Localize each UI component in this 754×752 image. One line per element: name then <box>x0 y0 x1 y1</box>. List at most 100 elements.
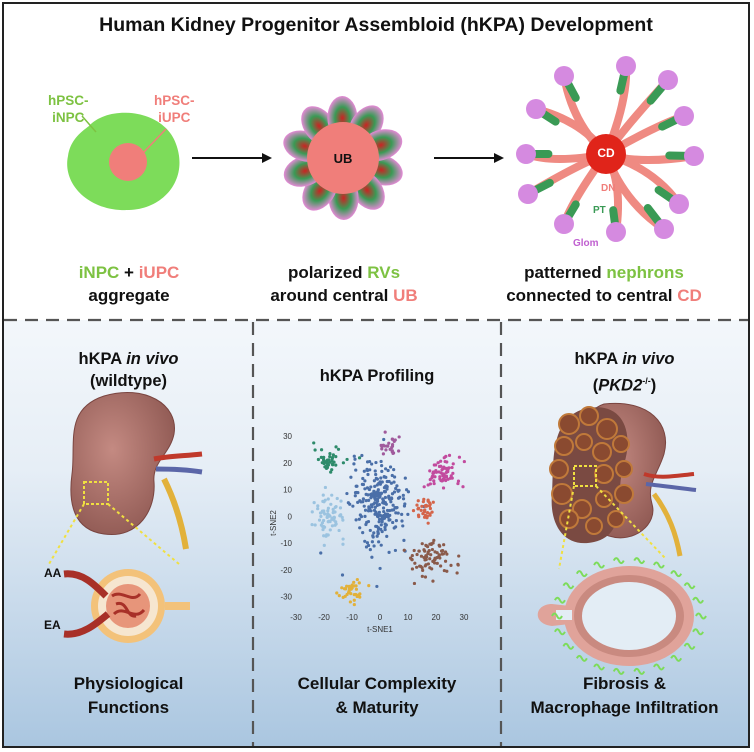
tsne-point <box>369 485 373 489</box>
tsne-point <box>383 430 387 434</box>
tsne-point <box>379 459 383 464</box>
tsne-point <box>435 556 439 560</box>
tsne-point <box>390 473 394 478</box>
tsne-point <box>431 579 435 583</box>
tsne-point <box>442 474 446 478</box>
tsne-point <box>376 530 380 534</box>
tsne-point <box>456 481 460 486</box>
tsne-point <box>326 520 330 524</box>
tsne-point <box>430 547 435 552</box>
tsne-point <box>330 524 335 528</box>
tsne-point <box>316 507 320 511</box>
label-ea: EA <box>44 618 61 632</box>
tsne-point <box>400 512 404 516</box>
tsne-point <box>385 487 389 491</box>
tsne-point <box>363 514 367 518</box>
tsne-point <box>380 444 384 448</box>
tsne-point <box>370 505 374 509</box>
tsne-point <box>366 472 370 477</box>
polarized-rvs-illustration <box>283 96 403 220</box>
y-tick-label: 20 <box>283 459 292 468</box>
tsne-point <box>402 538 406 542</box>
tsne-point <box>363 487 367 491</box>
tsne-point <box>367 584 371 588</box>
tsne-point <box>455 571 459 575</box>
tsne-point <box>442 568 446 573</box>
tsne-point <box>411 509 416 513</box>
tsne-point <box>390 443 395 447</box>
tsne-point <box>363 479 367 483</box>
tsne-point <box>422 548 426 552</box>
tsne-point <box>406 490 411 494</box>
tsne-point <box>379 492 383 496</box>
label-cd-center: CD <box>597 146 615 160</box>
tsne-point <box>380 464 384 468</box>
tsne-point <box>441 486 446 490</box>
tsne-point <box>428 469 432 473</box>
tsne-point <box>445 552 449 556</box>
tsne-point <box>360 453 364 458</box>
tsne-point <box>321 493 325 497</box>
tsne-point <box>312 501 316 505</box>
tsne-point <box>319 448 324 452</box>
tsne-point <box>313 448 317 452</box>
tsne-point <box>435 551 439 555</box>
caption-polarized-line1: polarized RVs <box>287 263 401 282</box>
tsne-point <box>394 511 398 515</box>
tsne-point <box>338 514 342 518</box>
tsne-point <box>420 542 424 546</box>
tsne-point <box>428 542 432 546</box>
tsne-point <box>324 464 328 468</box>
y-axis-label: t-SNE2 <box>269 510 278 536</box>
tsne-point <box>424 557 428 562</box>
label-glom: Glom <box>573 238 599 249</box>
tsne-point <box>439 549 444 553</box>
tsne-point <box>392 475 397 479</box>
tsne-point <box>420 566 424 570</box>
tsne-point <box>415 552 419 557</box>
tsne-point <box>352 462 356 466</box>
tsne-point <box>451 471 455 475</box>
tsne-point <box>346 501 350 505</box>
tsne-point <box>361 497 365 501</box>
tsne-point <box>368 459 372 464</box>
tsne-point <box>373 505 377 509</box>
tsne-point <box>419 554 424 558</box>
tsne-point <box>400 519 404 523</box>
tsne-point <box>398 495 402 499</box>
tsne-point <box>352 602 356 607</box>
tsne-point <box>438 475 442 479</box>
y-tick-label: -10 <box>280 539 292 548</box>
tsne-point <box>381 506 386 510</box>
tsne-point <box>350 583 354 587</box>
tsne-point <box>342 587 347 591</box>
tsne-point <box>365 541 370 545</box>
tsne-point <box>397 449 401 453</box>
tsne-point <box>377 540 381 544</box>
tsne-point <box>416 499 420 503</box>
tsne-point <box>334 522 338 526</box>
tsne-point <box>431 500 435 504</box>
tsne-point <box>375 477 379 481</box>
tsne-point <box>333 505 337 510</box>
tsne-point <box>337 528 341 533</box>
tsne-point <box>394 486 398 491</box>
tsne-point <box>310 522 314 527</box>
tsne-point <box>462 459 466 464</box>
tsne-point <box>312 441 316 445</box>
tsne-point <box>438 544 442 548</box>
y-tick-label: -20 <box>280 566 292 575</box>
label-aa: AA <box>44 566 62 580</box>
tsne-point <box>386 468 390 473</box>
tsne-point <box>352 580 356 584</box>
x-tick-label: -20 <box>318 613 330 622</box>
tsne-point <box>424 554 428 558</box>
tsne-point <box>370 492 374 496</box>
tsne-point <box>388 447 392 451</box>
tsne-point <box>427 548 431 553</box>
tsne-point <box>426 562 431 566</box>
tsne-point <box>437 464 442 469</box>
heading-profiling: hKPA Profiling <box>319 367 435 385</box>
tsne-point <box>431 470 436 474</box>
